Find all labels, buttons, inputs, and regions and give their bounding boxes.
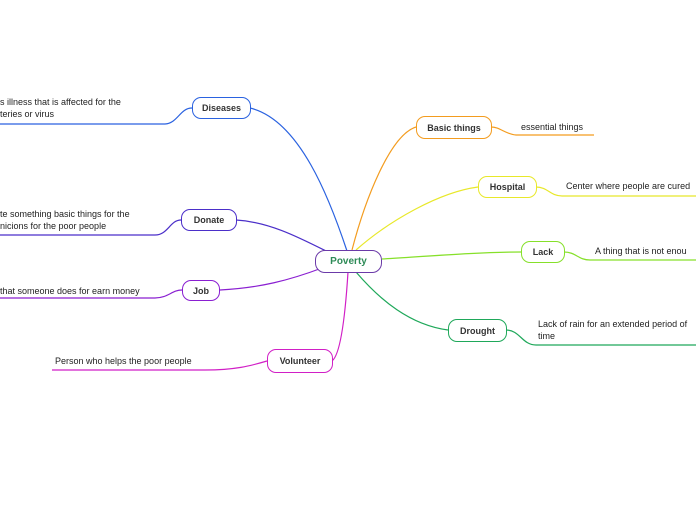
desc-line-drought (505, 329, 696, 346)
edge-donate (235, 219, 331, 254)
node-job-label: Job (192, 285, 209, 296)
desc-line-diseases (0, 107, 193, 125)
node-drought[interactable]: Drought (448, 319, 507, 342)
node-job[interactable]: Job (182, 280, 220, 301)
desc-hospital: Center where people are cured (566, 180, 690, 192)
edge-basic (351, 126, 417, 251)
desc-line-volunteer (52, 360, 268, 371)
desc-lack-line-1: A thing that is not enou (595, 246, 687, 256)
node-donate[interactable]: Donate (181, 209, 237, 231)
desc-basic-things-line-1: essential things (521, 122, 584, 132)
desc-diseases: s illness that is affected for the terie… (0, 96, 121, 120)
desc-job-line-1: that someone does for earn money (0, 286, 140, 296)
central-topic-poverty[interactable]: Poverty (315, 250, 382, 273)
edge-hospital (355, 186, 479, 251)
node-diseases-label: Diseases (201, 103, 242, 113)
edge-drought (355, 271, 449, 331)
node-lack[interactable]: Lack (521, 241, 565, 263)
node-basic-things-label: Basic things (427, 122, 481, 133)
desc-lack: A thing that is not enou (595, 245, 687, 257)
desc-hospital-line-1: Center where people are cured (566, 181, 691, 191)
node-drought-label: Drought (460, 325, 495, 336)
desc-line-lack (563, 251, 696, 261)
desc-line-donate (0, 219, 182, 236)
desc-drought: Lack of rain for an extended period of t… (538, 318, 687, 342)
desc-donate-line-2: nicions for the poor people (0, 221, 107, 231)
desc-volunteer: Person who helps the poor people (55, 355, 192, 367)
edge-diseases (249, 107, 348, 252)
node-diseases[interactable]: Diseases (192, 97, 251, 119)
desc-diseases-line-2: teries or virus (0, 109, 55, 119)
edge-volunteer (331, 271, 349, 362)
central-topic-label: Poverty (330, 256, 367, 267)
desc-drought-line-1: Lack of rain for an extended period of (538, 319, 688, 329)
desc-volunteer-line-1: Person who helps the poor people (55, 356, 192, 366)
node-lack-label: Lack (532, 247, 554, 257)
desc-line-hospital (535, 186, 696, 197)
node-hospital-label: Hospital (489, 182, 526, 192)
desc-diseases-line-1: s illness that is affected for the (0, 97, 121, 107)
desc-donate: te something basic things for the nicion… (0, 208, 130, 232)
node-volunteer[interactable]: Volunteer (267, 349, 333, 373)
node-volunteer-label: Volunteer (279, 356, 321, 366)
edge-lack (381, 251, 522, 260)
node-donate-label: Donate (193, 215, 225, 225)
desc-job: that someone does for earn money (0, 285, 140, 297)
desc-line-basic (490, 126, 594, 136)
desc-line-job (0, 289, 183, 299)
desc-donate-line-1: te something basic things for the (0, 209, 130, 219)
desc-basic-things: essential things (521, 121, 583, 133)
edge-job (219, 267, 323, 291)
desc-drought-line-2: time (538, 331, 556, 341)
node-hospital[interactable]: Hospital (478, 176, 537, 198)
node-basic-things[interactable]: Basic things (416, 116, 492, 139)
